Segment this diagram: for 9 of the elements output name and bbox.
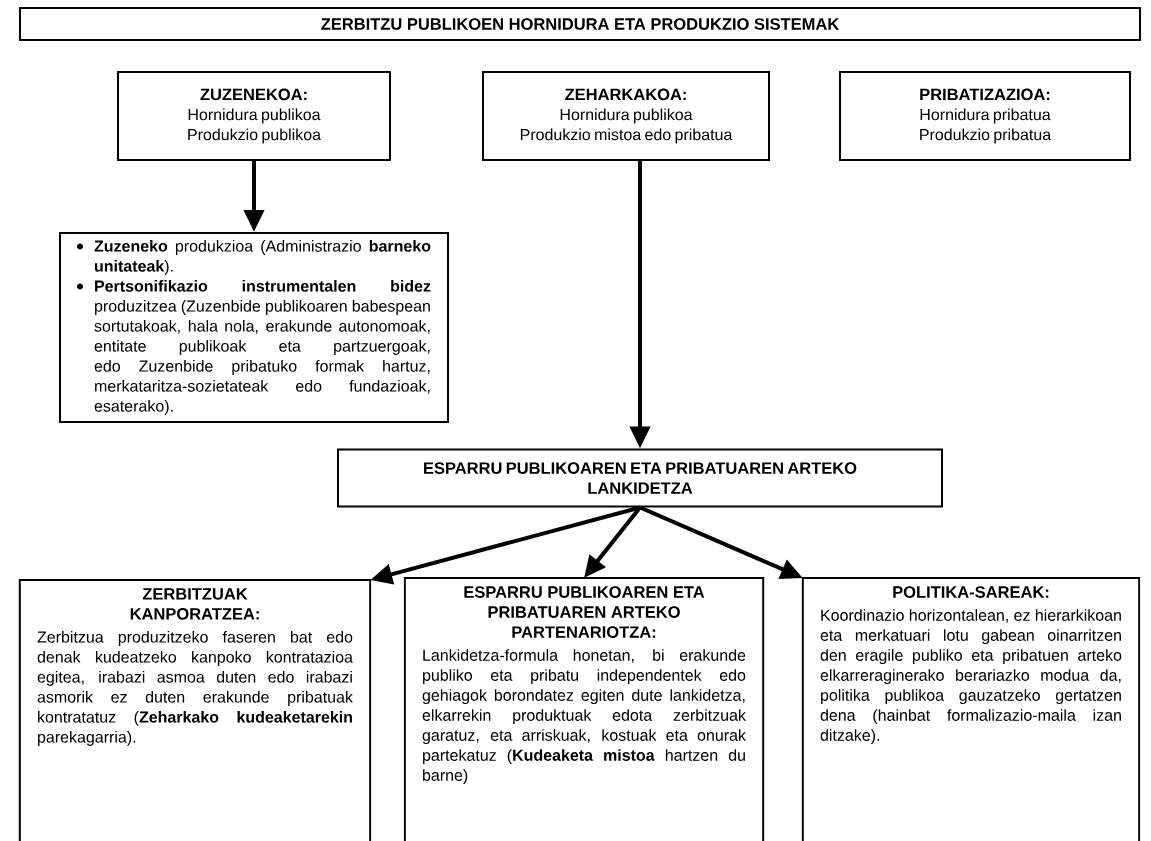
text-panel: ZERBITZUAK KANPORATZEA: Zerbitzua produzitzeko faseren bat edo denak kudeatzeko kanpoko kontratazioa egitea, irabazi asmoa duten edo irabazi asmorik ez duten erakunde pribatuak kontratatuz (Zeharkako kudeaketarekin parekagarria). bbox=[18, 579, 372, 841]
category-box: PRIBATIZAZIOA: Hornidura pribatua Produkzio pribatua bbox=[839, 71, 1131, 161]
text-panel: POLITIKA-SAREAK: Koordinazio horizontalean, ez hierarkikoan eta merkatuari lotu gabean oinarritzen den eragile publiko eta pribatuen arteko elkarreraginerako berariazko modua da, politika publikoa gauzatzeko gertatzen dena (hainbat formalizazio-maila izan ditzake). bbox=[801, 577, 1141, 841]
category-box: ESPARRU PUBLIKOAREN ETA PRIBATUAREN ARTEKO LANKIDETZA bbox=[337, 448, 943, 508]
bullet-list-box: Zuzeneko produkzioa (Administrazio barneko unitateak). Pertsonifikazio instrumentalen bidez produzitzea (Zuzenbide publikoaren babespean sortutakoak, hala nola, erakunde autonomoak, entitate publikoak eta partzuergoak, edo Zuzenbide pribatuko formak hartuz, merkataritza-sozietateak edo fundazioak, esaterako). bbox=[59, 232, 449, 423]
category-box: ZEHARKAKOA: Hornidura publikoa Produkzio mistoa edo pribatua bbox=[482, 71, 770, 161]
text-panel: ESPARRU PUBLIKOAREN ETA PRIBATUAREN ARTEKO PARTENARIOTZA: Lankidetza-formula honetan, bi erakunde publiko eta pribatu independentek edo gehiagok borondatez egiten dute lankidetza, elkarrekin produktuak edota zerbitzuak garatuz, eta arriskuak, kostuak eta onurak partekatuz (Kudeaketa mistoa hartzen du barne) bbox=[403, 577, 765, 841]
category-box: ZUZENEKOA: Hornidura publikoa Produkzio publikoa bbox=[117, 71, 391, 161]
title-banner: ZERBITZU PUBLIKOEN HORNIDURA ETA PRODUKZIO SISTEMAK bbox=[19, 7, 1141, 41]
